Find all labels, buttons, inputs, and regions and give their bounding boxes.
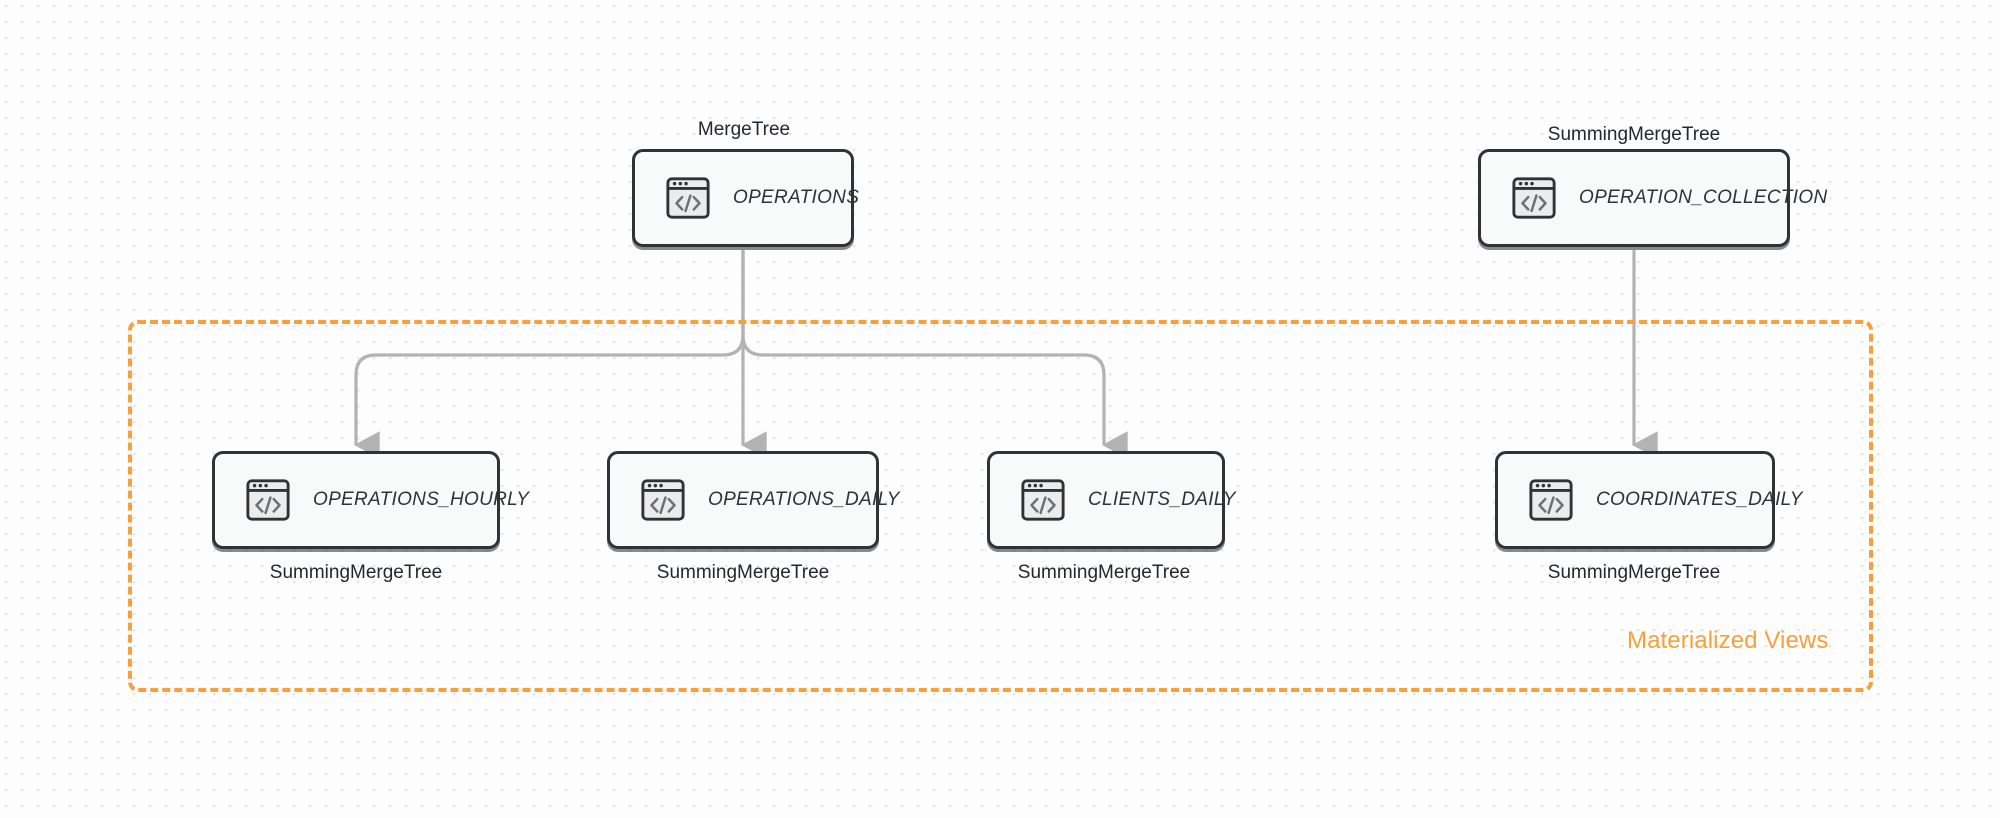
node-operations-daily-label: OPERATIONS_DAILY xyxy=(708,489,900,510)
node-operations-hourly[interactable]: OPERATIONS_HOURLY xyxy=(212,451,529,549)
node-operation-collection-label: OPERATION_COLLECTION xyxy=(1579,187,1828,208)
code-window-icon xyxy=(1512,177,1556,219)
engine-caption-coordinates-daily: SummingMergeTree xyxy=(1547,562,1721,583)
code-window-icon xyxy=(666,177,710,219)
node-clients-daily[interactable]: CLIENTS_DAILY xyxy=(987,451,1236,549)
code-window-icon xyxy=(246,479,290,521)
node-operations-daily[interactable]: OPERATIONS_DAILY xyxy=(607,451,899,549)
engine-caption-operations-daily: SummingMergeTree xyxy=(656,562,830,583)
code-window-icon xyxy=(641,479,685,521)
materialized-views-label: Materialized Views xyxy=(1627,627,1829,654)
node-operation-collection[interactable]: OPERATION_COLLECTION xyxy=(1478,149,1827,247)
node-coordinates-daily[interactable]: COORDINATES_DAILY xyxy=(1495,451,1802,549)
engine-caption-clients-daily: SummingMergeTree xyxy=(1017,562,1191,583)
materialized-views-group xyxy=(128,320,1873,692)
engine-caption-operations-hourly: SummingMergeTree xyxy=(269,562,443,583)
node-coordinates-daily-label: COORDINATES_DAILY xyxy=(1596,489,1803,510)
node-operations[interactable]: OPERATIONS xyxy=(632,149,859,247)
node-clients-daily-label: CLIENTS_DAILY xyxy=(1088,489,1236,510)
engine-caption-operations: MergeTree xyxy=(697,119,791,140)
node-operations-hourly-label: OPERATIONS_HOURLY xyxy=(313,489,530,510)
engine-caption-operation-collection: SummingMergeTree xyxy=(1547,124,1721,145)
node-operations-label: OPERATIONS xyxy=(733,187,860,208)
code-window-icon xyxy=(1529,479,1573,521)
code-window-icon xyxy=(1021,479,1065,521)
